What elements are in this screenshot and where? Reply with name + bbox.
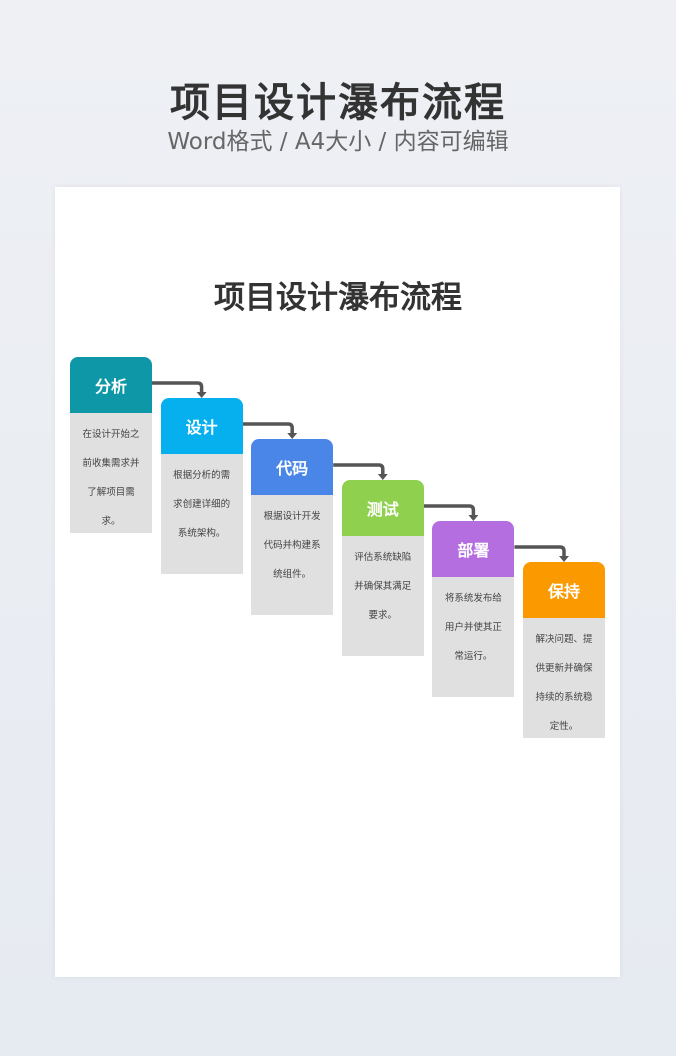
step-5: 部署将系统发布给用户并使其正常运行。 bbox=[432, 521, 515, 697]
step-header: 保持 bbox=[523, 562, 605, 618]
step-description: 解决问题、提供更新并确保持续的系统稳定性。 bbox=[523, 618, 605, 738]
step-3: 代码根据设计开发代码并构建系统组件。 bbox=[251, 439, 334, 615]
connector-arrow bbox=[242, 422, 294, 434]
step-description: 在设计开始之前收集需求并了解项目需求。 bbox=[70, 413, 152, 533]
step-6: 保持解决问题、提供更新并确保持续的系统稳定性。 bbox=[523, 562, 605, 738]
connector-arrow bbox=[333, 463, 385, 475]
arrow-head-icon bbox=[377, 474, 388, 480]
arrow-head-icon bbox=[196, 392, 207, 398]
step-description: 根据设计开发代码并构建系统组件。 bbox=[251, 495, 334, 615]
connector-arrow bbox=[152, 381, 204, 393]
connector-arrow bbox=[514, 545, 566, 557]
header-subtitle: Word格式 / A4大小 / 内容可编辑 bbox=[167, 129, 509, 155]
arrow-head-icon bbox=[287, 433, 298, 439]
step-description: 评估系统缺陷并确保其满足要求。 bbox=[341, 536, 424, 656]
step-header: 分析 bbox=[70, 357, 152, 413]
step-header: 测试 bbox=[341, 480, 424, 536]
connector-arrow bbox=[423, 504, 476, 516]
step-header: 代码 bbox=[251, 439, 334, 495]
step-header: 设计 bbox=[160, 398, 243, 454]
header-title: 项目设计瀑布流程 bbox=[170, 80, 506, 126]
document-title: 项目设计瀑布流程 bbox=[214, 280, 462, 316]
step-description: 根据分析的需求创建详细的系统架构。 bbox=[160, 454, 243, 574]
step-header: 部署 bbox=[432, 521, 515, 577]
arrow-head-icon bbox=[468, 515, 479, 521]
step-1: 分析在设计开始之前收集需求并了解项目需求。 bbox=[70, 357, 152, 533]
step-4: 测试评估系统缺陷并确保其满足要求。 bbox=[341, 480, 424, 656]
step-description: 将系统发布给用户并使其正常运行。 bbox=[432, 577, 515, 697]
arrow-head-icon bbox=[559, 556, 569, 562]
step-2: 设计根据分析的需求创建详细的系统架构。 bbox=[160, 398, 243, 574]
